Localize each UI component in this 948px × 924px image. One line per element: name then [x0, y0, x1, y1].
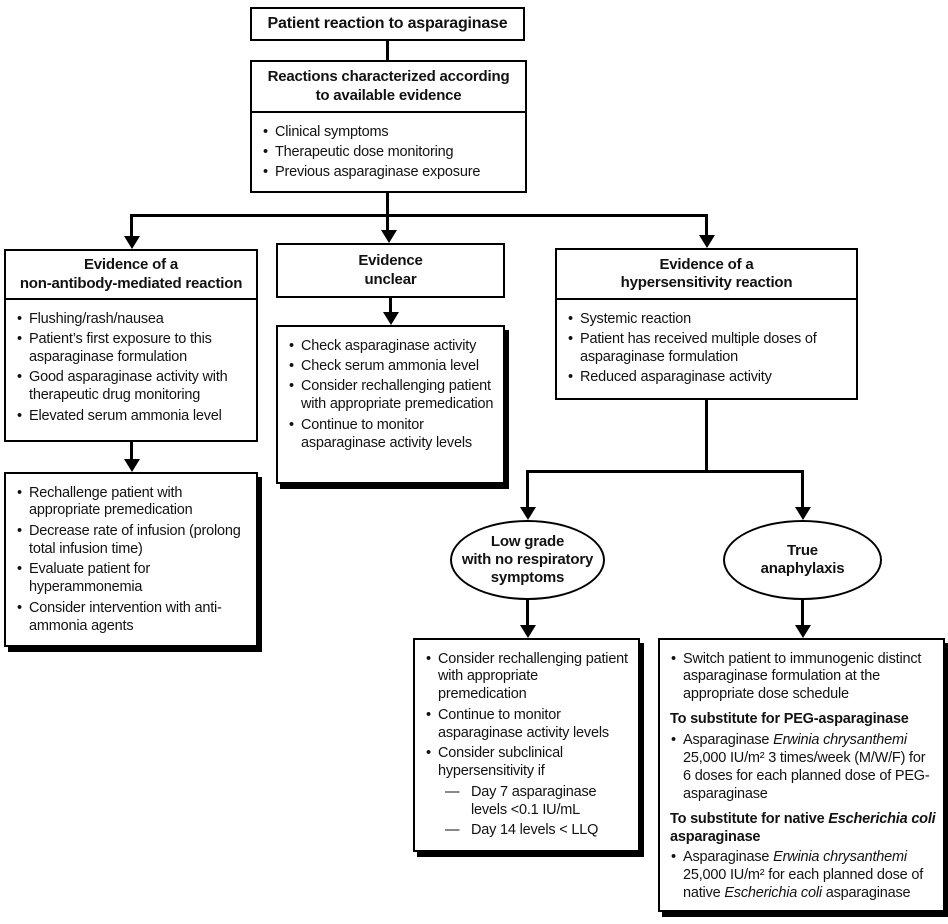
- unclear-action-list: Check asparaginase activity Check serum …: [278, 327, 503, 463]
- criteria-heading-line: Reactions characterized according: [267, 68, 510, 86]
- list-item: Consider subclinical hypersensitivity if: [425, 745, 630, 781]
- ecoli-item-post: asparaginase: [821, 885, 911, 902]
- connector-to-low-grade: [526, 470, 529, 508]
- anaphylaxis-line: True: [787, 542, 818, 560]
- list-item-peg: Asparaginase Erwinia chrysanthemi 25,000…: [670, 732, 937, 804]
- non-antibody-action-box: Rechallenge patient with appropriate pre…: [4, 472, 258, 647]
- ecoli-item-pre: Asparaginase: [683, 849, 774, 866]
- low-grade-action-list: Consider rechallenging patient with appr…: [415, 640, 638, 851]
- arrowhead-unclear-action: [383, 312, 399, 325]
- arrowhead-unclear: [381, 230, 397, 243]
- list-item: Good asparaginase activity with therapeu…: [16, 369, 248, 405]
- arrowhead-anaphylaxis: [795, 507, 811, 520]
- species-name: Escherichia coli: [828, 810, 936, 827]
- list-item: Continue to monitor asparaginase activit…: [425, 707, 630, 743]
- unclear-box: Evidence unclear: [276, 243, 505, 298]
- unclear-heading-line: unclear: [364, 270, 417, 288]
- list-item: Switch patient to immunogenic distinct a…: [670, 651, 937, 705]
- list-item: Flushing/rash/nausea: [16, 311, 248, 329]
- anaphylaxis-line: anaphylaxis: [760, 560, 845, 577]
- arrowhead-non-antibody-action: [124, 459, 140, 472]
- non-antibody-box: Evidence of a non-antibody-mediated reac…: [4, 249, 258, 442]
- connector-criteria-stem: [386, 193, 389, 231]
- list-item: Continue to monitor asparaginase activit…: [288, 417, 495, 453]
- hypersensitivity-heading-line: hypersensitivity reaction: [620, 274, 793, 291]
- list-item: Check asparaginase activity: [288, 338, 495, 356]
- hypersensitivity-list: Systemic reaction Patient has received m…: [557, 300, 856, 398]
- list-item-ecoli: Asparaginase Erwinia chrysanthemi 25,000…: [670, 849, 937, 903]
- criteria-list: Clinical symptoms Therapeutic dose monit…: [252, 113, 525, 193]
- connector-hypersensitivity-stem: [705, 400, 708, 473]
- arrowhead-anaphylaxis-action: [795, 625, 811, 638]
- arrowhead-hypersensitivity: [699, 235, 715, 248]
- connector-to-hypersensitivity: [705, 214, 708, 236]
- low-grade-line: with no respiratory: [461, 551, 594, 569]
- connector-to-anaphylaxis: [801, 470, 804, 508]
- list-subitem: Day 14 levels < LLQ: [425, 822, 630, 840]
- connector-to-non-antibody: [130, 214, 133, 237]
- species-name: Erwinia chrysanthemi: [773, 731, 907, 748]
- non-antibody-list: Flushing/rash/nausea Patient’s first exp…: [6, 300, 256, 436]
- connector-low-grade-action: [526, 600, 529, 626]
- non-antibody-heading-line: non-antibody-mediated reaction: [19, 274, 243, 292]
- list-item: Check serum ammonia level: [288, 358, 495, 376]
- arrowhead-low-grade: [520, 507, 536, 520]
- ecoli-substitute-heading: To substitute for native Escherichia col…: [670, 810, 936, 845]
- list-item: Evaluate patient for hyperammonemia: [16, 561, 248, 597]
- peg-substitute-heading: To substitute for PEG-asparaginase: [670, 711, 909, 728]
- species-name: Erwinia chrysanthemi: [773, 849, 907, 866]
- non-antibody-heading: Evidence of a non-antibody-mediated reac…: [6, 251, 256, 300]
- hypersensitivity-box: Evidence of a hypersensitivity reaction …: [555, 248, 858, 400]
- title-text: Patient reaction to asparaginase: [267, 15, 508, 32]
- branch-bar-bottom: [526, 470, 804, 473]
- low-grade-action-box: Consider rechallenging patient with appr…: [413, 638, 640, 852]
- connector-non-antibody-action: [130, 442, 133, 460]
- arrowhead-non-antibody: [124, 236, 140, 249]
- criteria-heading-line: to available evidence: [315, 86, 462, 104]
- species-name: Escherichia coli: [724, 885, 822, 902]
- title-box: Patient reaction to asparaginase: [250, 7, 525, 41]
- non-antibody-action-list: Rechallenge patient with appropriate pre…: [6, 474, 256, 646]
- list-item: Clinical symptoms: [262, 124, 517, 142]
- list-item: Rechallenge patient with appropriate pre…: [16, 485, 248, 521]
- connector-unclear-action: [389, 298, 392, 313]
- peg-item-pre: Asparaginase: [683, 731, 774, 748]
- hypersensitivity-heading-line: Evidence of a: [659, 255, 754, 273]
- low-grade-line: symptoms: [490, 568, 565, 586]
- anaphylaxis-action-box: Switch patient to immunogenic distinct a…: [658, 638, 945, 912]
- connector-anaphylaxis-action: [801, 600, 804, 626]
- peg-item-post: 25,000 IU/m² 3 times/week (M/W/F) for 6 …: [683, 749, 930, 802]
- list-item: Systemic reaction: [567, 311, 828, 329]
- connector-title-criteria: [386, 41, 389, 60]
- arrowhead-low-grade-action: [520, 625, 536, 638]
- low-grade-line: Low grade: [490, 533, 565, 551]
- list-item: Patient’s first exposure to this asparag…: [16, 331, 248, 367]
- anaphylaxis-ellipse: True anaphylaxis: [723, 520, 882, 600]
- hypersensitivity-heading: Evidence of a hypersensitivity reaction: [557, 250, 856, 300]
- list-item: Consider rechallenging patient with appr…: [425, 651, 630, 705]
- list-item: Previous asparaginase exposure: [262, 164, 517, 182]
- ecoli-item-mid: 25,000 IU/m² for each planned dose of na…: [683, 867, 924, 902]
- non-antibody-heading-line: Evidence of a: [83, 256, 179, 274]
- anaphylaxis-action-list: Switch patient to immunogenic distinct a…: [660, 640, 943, 914]
- criteria-heading: Reactions characterized according to ava…: [252, 62, 525, 113]
- unclear-action-box: Check asparaginase activity Check serum …: [276, 325, 505, 484]
- low-grade-ellipse: Low grade with no respiratory symptoms: [450, 520, 605, 600]
- branch-bar-top: [130, 214, 708, 217]
- criteria-box: Reactions characterized according to ava…: [250, 60, 527, 193]
- list-item: Consider rechallenging patient with appr…: [288, 378, 495, 414]
- list-item: Patient has received multiple doses of a…: [567, 331, 828, 367]
- list-item: Therapeutic dose monitoring: [262, 144, 517, 162]
- unclear-heading-line: Evidence: [358, 252, 423, 270]
- list-subitem: Day 7 asparaginase levels <0.1 IU/mL: [425, 784, 630, 820]
- list-item: Consider intervention with anti-ammonia …: [16, 600, 248, 636]
- list-item: Elevated serum ammonia level: [16, 408, 248, 426]
- list-item: Decrease rate of infusion (prolong total…: [16, 523, 248, 559]
- list-item: Reduced asparaginase activity: [567, 369, 828, 387]
